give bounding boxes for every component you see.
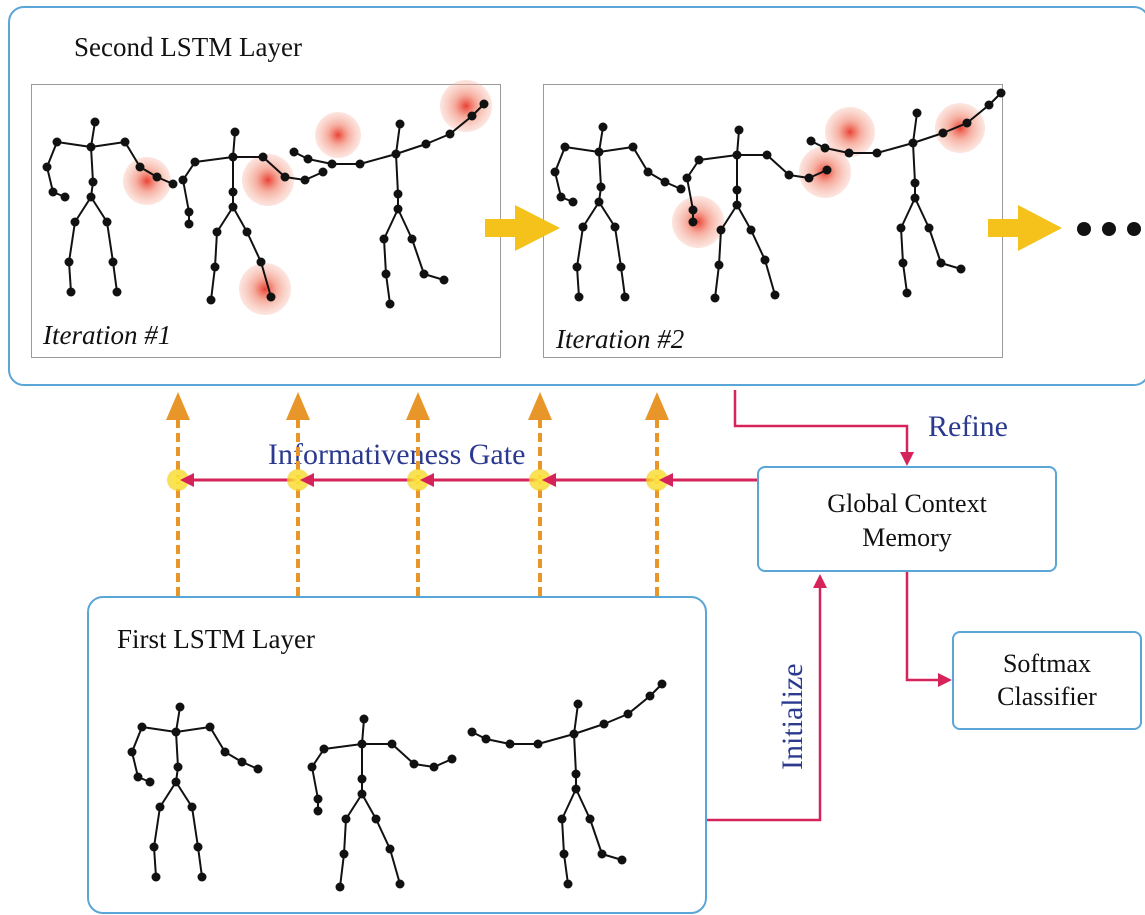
gate-node-4 bbox=[529, 469, 556, 491]
gate-node-2 bbox=[287, 469, 314, 491]
iteration-2-label: Iteration #2 bbox=[556, 324, 685, 354]
ellipsis-dots bbox=[1077, 222, 1141, 236]
global-context-memory-line1: Global Context bbox=[827, 489, 987, 518]
informativeness-gate-label: Informativeness Gate bbox=[268, 438, 526, 471]
initialize-arrow bbox=[707, 574, 827, 822]
iteration-1-label: Iteration #1 bbox=[43, 320, 172, 350]
skeleton-figures bbox=[42, 80, 1006, 892]
big-yellow-arrow-2 bbox=[988, 205, 1062, 251]
gate-arrow-1 bbox=[166, 392, 190, 596]
gate-arrows bbox=[166, 392, 669, 596]
refine-arrow bbox=[733, 390, 914, 466]
global-context-memory-box bbox=[757, 466, 1057, 572]
big-yellow-arrow-1 bbox=[485, 205, 560, 251]
skeleton-first-3 bbox=[467, 679, 667, 889]
gate-arrow-2 bbox=[286, 392, 310, 596]
softmax-classifier-line1: Softmax bbox=[1002, 649, 1092, 678]
skeleton-iter1-2 bbox=[178, 127, 328, 315]
skeleton-iter2-3 bbox=[806, 88, 1006, 298]
second-lstm-layer-title: Second LSTM Layer bbox=[74, 32, 302, 62]
skeleton-first-1 bbox=[127, 702, 263, 882]
skeleton-iter2-2 bbox=[672, 125, 851, 303]
skeleton-iter2-1 bbox=[550, 122, 686, 302]
first-lstm-layer-box bbox=[87, 596, 707, 914]
classifier-arrow bbox=[905, 572, 952, 687]
gate-node-5 bbox=[646, 469, 673, 491]
gate-arrow-5 bbox=[645, 392, 669, 596]
skeleton-iter1-3 bbox=[289, 80, 492, 309]
gate-arrow-4 bbox=[528, 392, 552, 596]
softmax-classifier-line2: Classifier bbox=[997, 682, 1097, 711]
gate-node-3 bbox=[407, 469, 434, 491]
skeleton-first-2 bbox=[307, 714, 457, 892]
global-context-memory-line2: Memory bbox=[862, 523, 952, 552]
gate-arrow-3 bbox=[406, 392, 430, 596]
gate-node-1 bbox=[167, 469, 194, 491]
first-lstm-layer-title: First LSTM Layer bbox=[117, 624, 315, 654]
softmax-classifier-box bbox=[952, 631, 1142, 730]
skeleton-iter1-1 bbox=[42, 117, 178, 297]
gate-nodes bbox=[167, 469, 673, 491]
refine-label: Refine bbox=[928, 410, 1008, 443]
